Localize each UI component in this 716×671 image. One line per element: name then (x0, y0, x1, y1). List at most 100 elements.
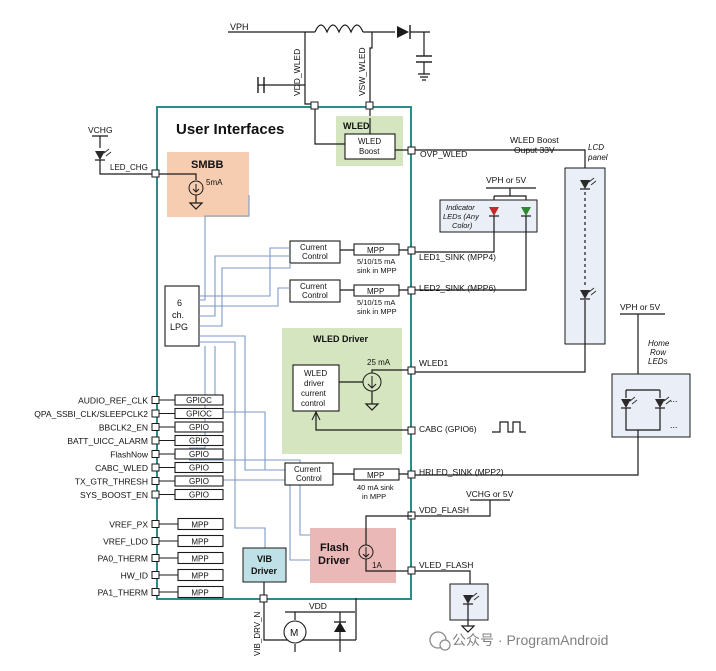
home-row-label-1: Home (648, 339, 670, 348)
pin-pad (151, 436, 160, 445)
watermark: 公众号 · ProgramAndroid (429, 631, 608, 651)
mpp-box (177, 585, 224, 599)
hrled-sink-label: HRLED_SINK (MPP2) (419, 467, 504, 477)
vph-top-label: VPH (230, 22, 249, 32)
page-title: User Interfaces (176, 121, 284, 138)
gpio-box (174, 448, 224, 460)
gpio-box (174, 488, 224, 501)
hr-current-control-label-1: Current (294, 465, 321, 474)
cabc-label: CABC (GPIO6) (419, 424, 477, 434)
pin-pad (151, 450, 160, 458)
gpio-type-label: GPIO (189, 477, 209, 486)
mpp-type-label: MPP (191, 572, 208, 581)
sink40-label-2: in MPP (362, 492, 386, 501)
gpio-row: CABC_WLED GPIO (95, 461, 224, 474)
led-sink-rows: Current Control MPP 5/10/15 mA sink in M… (289, 240, 496, 316)
boost-diode-symbol (397, 26, 409, 38)
home-row-leds: VPH or 5V Home Row LEDs ... ... (412, 302, 691, 476)
gpio-type-label: GPIO (189, 423, 209, 432)
vchg-or-5v-label: VCHG or 5V (466, 489, 514, 499)
mpp-box (177, 551, 224, 565)
home-row-label-2: Row (650, 348, 667, 357)
indicator-label-3: Color) (452, 221, 473, 230)
flash-driver-label-1: Flash (320, 542, 349, 554)
sink-2-label-2: sink in MPP (357, 307, 397, 316)
pmic-ic-border (156, 106, 412, 600)
mpp-pin-label: VREF_LDO (103, 537, 148, 547)
pin-pad (151, 571, 160, 579)
gpio-pin-label: QPA_SSBI_CLK/SLEEPCLK2 (34, 409, 148, 419)
pin-pad (151, 588, 160, 596)
flash-1a-label: 1A (372, 561, 382, 570)
lcd-panel-label-2: panel (587, 153, 608, 162)
sink-1-label-1: 5/10/15 mA (357, 257, 395, 266)
vib-driver-label-1: VIB (257, 554, 273, 564)
wled-title: WLED (343, 121, 370, 131)
lcd-panel-label-1: LCD (588, 143, 604, 152)
motor-label: M (290, 628, 298, 639)
pwm-waveform-icon (492, 421, 526, 433)
pin-pad (151, 554, 160, 562)
hrled-sink-row: Current Control MPP 40 mA sink in MPP HR… (284, 462, 504, 501)
indicator-label-1: Indicator (446, 203, 475, 212)
vdd-wled-label: VDD_WLED (292, 49, 302, 96)
flash-driver-block: VCHG or 5V VDD_FLASH Flash Driver 1A VLE… (310, 489, 514, 633)
flyback-diode-icon (334, 622, 346, 632)
pin-pad (151, 396, 160, 404)
driver-ctrl-label-1: WLED (304, 369, 327, 378)
flash-driver-label-2: Driver (318, 555, 351, 567)
vib-driver-label-2: Driver (251, 566, 278, 576)
vph-or-5v-label-b: VPH or 5V (620, 302, 660, 312)
gpio-box (174, 407, 224, 420)
pin-pad (151, 463, 160, 472)
gpio-pin-label: CABC_WLED (95, 463, 148, 473)
gpio-box (174, 421, 224, 433)
ovp-wled-label: OVP_WLED (420, 149, 467, 159)
charge-led-circuit: VCHG LED_CHG (88, 125, 160, 178)
mpp-pin-label: PA0_THERM (98, 554, 148, 564)
gpio-pin-label: FlashNow (110, 450, 149, 460)
vdd-label: VDD (309, 601, 327, 611)
inductor-symbol (314, 24, 364, 34)
gpio-type-label: GPIO (189, 491, 209, 500)
wled-boost-output-label-1: WLED Boost (510, 135, 559, 145)
smbb-current-label: 5mA (206, 178, 223, 187)
led1-sink-label: LED1_SINK (MPP4) (419, 252, 496, 262)
driver-ctrl-label-2: driver (304, 379, 324, 388)
gpio-type-label: GPIO (189, 464, 209, 473)
lcd-panel: LCD panel (412, 143, 608, 373)
sink40-label-1: 40 mA sink (357, 483, 394, 492)
lpg-label-2: ch. (172, 310, 184, 320)
driver-ctrl-label-3: current (301, 389, 327, 398)
smbb-title: SMBB (191, 159, 223, 171)
mpp-led2-label: MPP (367, 287, 384, 296)
gpio-pin-label: AUDIO_REF_CLK (78, 396, 148, 406)
mpp-type-label: MPP (191, 555, 208, 564)
led2-sink-label: LED2_SINK (MPP6) (419, 283, 496, 293)
current-control-1-label-1: Current (300, 243, 327, 252)
indicator-leds: VPH or 5V Indicator LEDs (Any Color) (412, 175, 538, 291)
gpio-type-label: GPIO (189, 437, 209, 446)
smbb-block: SMBB 5mA (159, 152, 249, 217)
lpg-label-1: 6 (177, 298, 182, 308)
wled-driver-title: WLED Driver (313, 334, 369, 344)
pin-pad (151, 490, 160, 499)
mpp-row: PA0_THERM MPP (98, 551, 224, 565)
current-control-1-label-2: Control (302, 252, 328, 261)
mpp-box (177, 517, 224, 531)
top-power-circuit: VPH VDD_WLED VSW_WLED (228, 22, 432, 118)
mpp-type-label: MPP (191, 538, 208, 547)
indicator-label-2: LEDs (Any (443, 212, 480, 221)
current-control-2-label-1: Current (300, 282, 327, 291)
lpg-label-3: LPG (170, 322, 188, 332)
